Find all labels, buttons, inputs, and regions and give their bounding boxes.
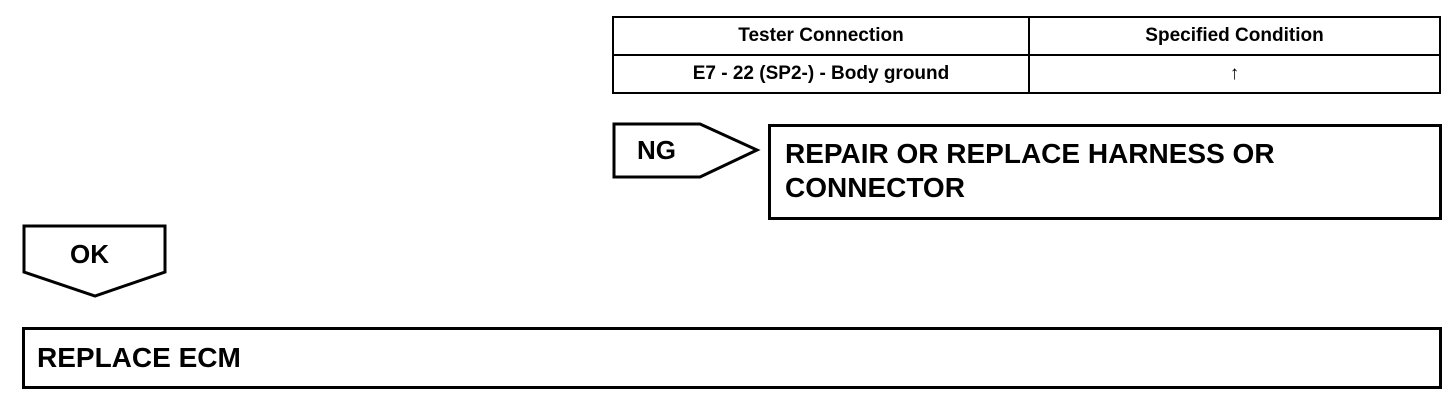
repair-harness-text: REPAIR OR REPLACE HARNESS OR CONNECTOR — [785, 138, 1275, 203]
ok-label: OK — [70, 239, 109, 269]
ng-label: NG — [637, 135, 676, 165]
repair-harness-box: REPAIR OR REPLACE HARNESS OR CONNECTOR — [768, 124, 1442, 220]
header-specified-condition: Specified Condition — [1028, 16, 1441, 56]
ng-arrow-shape — [612, 122, 761, 179]
specified-condition-cell: ↑ — [1028, 54, 1441, 94]
tester-connection-cell: E7 - 22 (SP2-) - Body ground — [612, 54, 1030, 94]
replace-ecm-box: REPLACE ECM — [22, 327, 1442, 389]
table-header-row: Tester Connection Specified Condition — [612, 16, 1441, 56]
ok-arrow-shape — [22, 224, 167, 298]
condition-table: Tester Connection Specified Condition E7… — [612, 16, 1441, 94]
header-tester-connection: Tester Connection — [612, 16, 1030, 56]
replace-ecm-text: REPLACE ECM — [37, 342, 241, 373]
table-row: E7 - 22 (SP2-) - Body ground ↑ — [612, 54, 1441, 94]
